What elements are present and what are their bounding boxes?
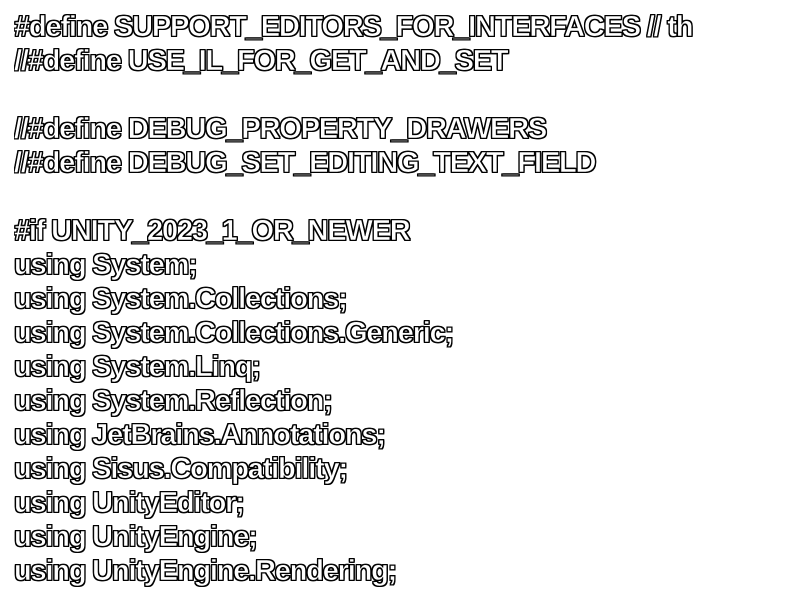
code-line-define-debug-set-editing: //#define DEBUG_SET_EDITING_TEXT_FIELD — [14, 147, 597, 180]
code-line-using-collections-generic: using System.Collections.Generic; — [14, 317, 455, 350]
code-line-blank — [14, 180, 800, 214]
code-line-define-support-editors: #define SUPPORT_EDITORS_FOR_INTERFACES /… — [14, 11, 694, 44]
code-line-using-unityengine: using UnityEngine; — [14, 521, 258, 554]
code-line-if-unity-version: #if UNITY_2023_1_OR_NEWER — [14, 215, 411, 248]
code-line-using-collections: using System.Collections; — [14, 283, 348, 316]
code-line-define-debug-property-drawers: //#define DEBUG_PROPERTY_DRAWERS — [14, 113, 548, 146]
code-line-using-sisus: using Sisus.Compatibility; — [14, 453, 348, 486]
code-line-define-use-il: //#define USE_IL_FOR_GET_AND_SET — [14, 45, 509, 78]
code-line-using-reflection: using System.Reflection; — [14, 385, 333, 418]
code-line-using-rendering: using UnityEngine.Rendering; — [14, 555, 398, 588]
code-line-blank — [14, 78, 800, 112]
code-line-using-unityeditor: using UnityEditor; — [14, 487, 245, 520]
code-line-using-system: using System; — [14, 249, 198, 282]
code-line-using-linq: using System.Linq; — [14, 351, 261, 384]
code-line-using-jetbrains: using JetBrains.Annotations; — [14, 419, 386, 452]
code-editor-view[interactable]: #define SUPPORT_EDITORS_FOR_INTERFACES /… — [14, 10, 800, 600]
